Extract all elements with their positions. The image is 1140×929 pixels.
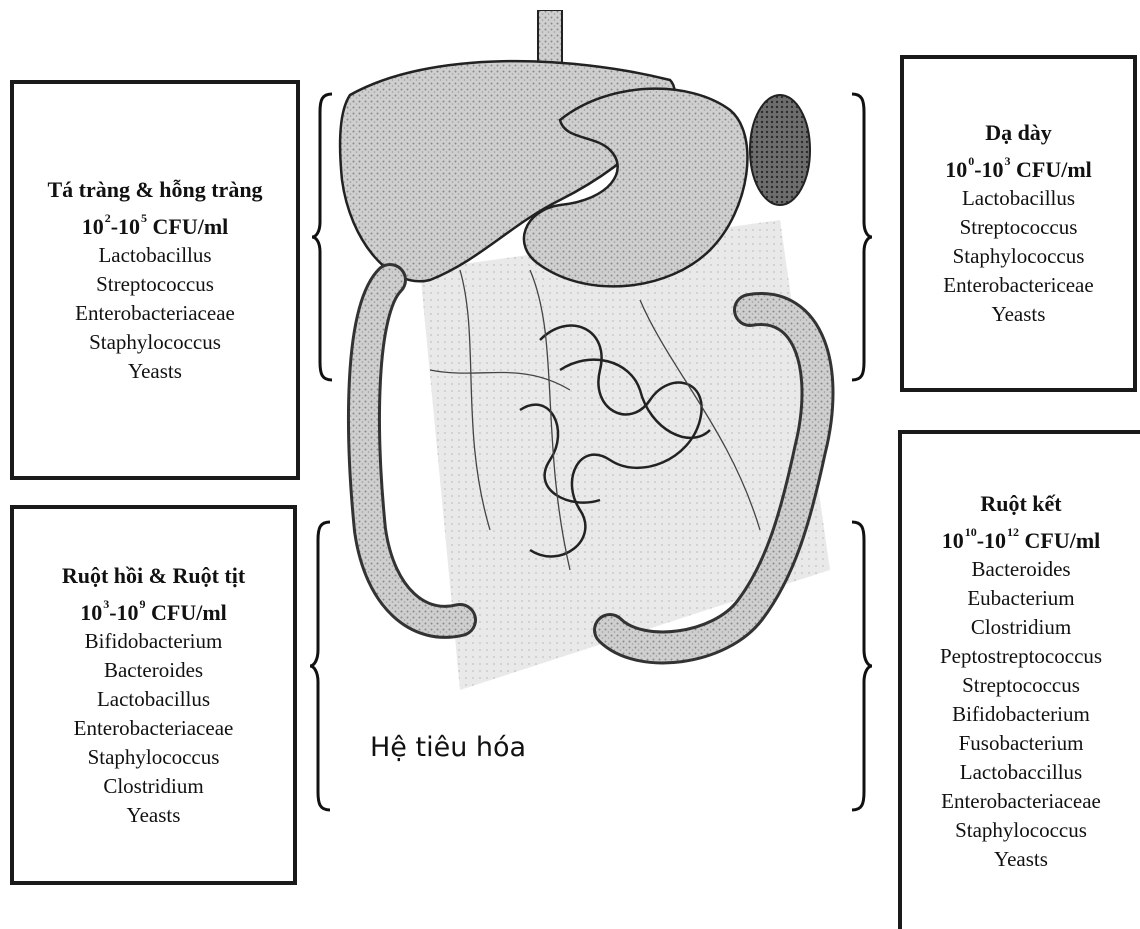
concentration-range: 1010-1012 CFU/ml	[942, 518, 1101, 555]
organism-item: Bifidobacterium	[952, 700, 1090, 729]
organism-item: Clostridium	[103, 772, 203, 801]
organism-item: Eubacterium	[967, 584, 1074, 613]
organism-item: Fusobacterium	[959, 729, 1084, 758]
organism-item: Yeasts	[994, 845, 1048, 874]
concentration-range: 100-103 CFU/ml	[945, 147, 1092, 184]
bracket-bottom-right	[850, 520, 874, 812]
organism-item: Staphylococcus	[88, 743, 220, 772]
organism-item: Streptococcus	[962, 671, 1080, 700]
organism-item: Staphylococcus	[955, 816, 1087, 845]
organism-item: Bifidobacterium	[85, 627, 223, 656]
organism-item: Bacteroides	[104, 656, 203, 685]
region-box-duodenum-jejunum: Tá tràng & hỗng tràng 102-105 CFU/ml Lac…	[10, 80, 300, 480]
region-box-stomach: Dạ dày 100-103 CFU/ml Lactobacillus Stre…	[900, 55, 1137, 392]
organism-item: Lactobacillus	[98, 241, 211, 270]
region-title: Tá tràng & hỗng tràng	[47, 175, 262, 204]
organism-item: Staphylococcus	[953, 242, 1085, 271]
organism-item: Lactobacillus	[962, 184, 1075, 213]
bracket-top-right	[850, 92, 874, 382]
region-box-ileum-cecum: Ruột hồi & Ruột tịt 103-109 CFU/ml Bifid…	[10, 505, 297, 885]
organism-item: Lactobacillus	[97, 685, 210, 714]
organism-item: Staphylococcus	[89, 328, 221, 357]
organism-item: Peptostreptococcus	[940, 642, 1102, 671]
organism-item: Enterobacteriaceae	[75, 299, 235, 328]
organism-item: Yeasts	[992, 300, 1046, 329]
bracket-bottom-left	[308, 520, 332, 812]
region-title: Ruột hồi & Ruột tịt	[62, 561, 245, 590]
organism-item: Yeasts	[128, 357, 182, 386]
organism-item: Enterobactericeae	[943, 271, 1093, 300]
organism-item: Enterobacteriaceae	[74, 714, 234, 743]
region-title: Dạ dày	[985, 118, 1052, 147]
organism-item: Clostridium	[971, 613, 1071, 642]
digestive-system-label: Hệ tiêu hóa	[370, 732, 526, 763]
organism-item: Yeasts	[127, 801, 181, 830]
region-title: Ruột kết	[980, 489, 1061, 518]
organism-item: Enterobacteriaceae	[941, 787, 1101, 816]
spleen	[750, 95, 810, 205]
organism-item: Bacteroides	[971, 555, 1070, 584]
digestive-system-illustration	[310, 10, 870, 730]
bracket-top-left	[310, 92, 334, 382]
organism-item: Streptococcus	[960, 213, 1078, 242]
region-box-colon: Ruột kết 1010-1012 CFU/ml Bacteroides Eu…	[898, 430, 1140, 929]
concentration-range: 102-105 CFU/ml	[82, 204, 229, 241]
organism-item: Lactobaccillus	[960, 758, 1082, 787]
concentration-range: 103-109 CFU/ml	[80, 590, 227, 627]
background-shadow	[420, 220, 830, 690]
organism-item: Streptococcus	[96, 270, 214, 299]
